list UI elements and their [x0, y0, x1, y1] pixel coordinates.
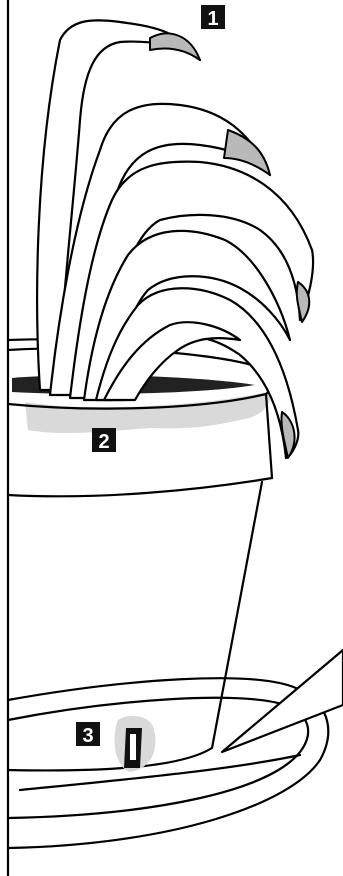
marker-1: 1 — [201, 5, 225, 30]
moisture-meter-icon — [222, 650, 343, 752]
marker-3-label: 3 — [82, 725, 93, 747]
plant-icon — [37, 20, 313, 458]
marker-1-label: 1 — [207, 8, 218, 30]
marker-2-label: 2 — [98, 431, 109, 453]
marker-2: 2 — [92, 428, 116, 453]
salt-stain — [25, 392, 270, 433]
marker-3: 3 — [76, 722, 100, 747]
pot-icon — [8, 339, 273, 772]
